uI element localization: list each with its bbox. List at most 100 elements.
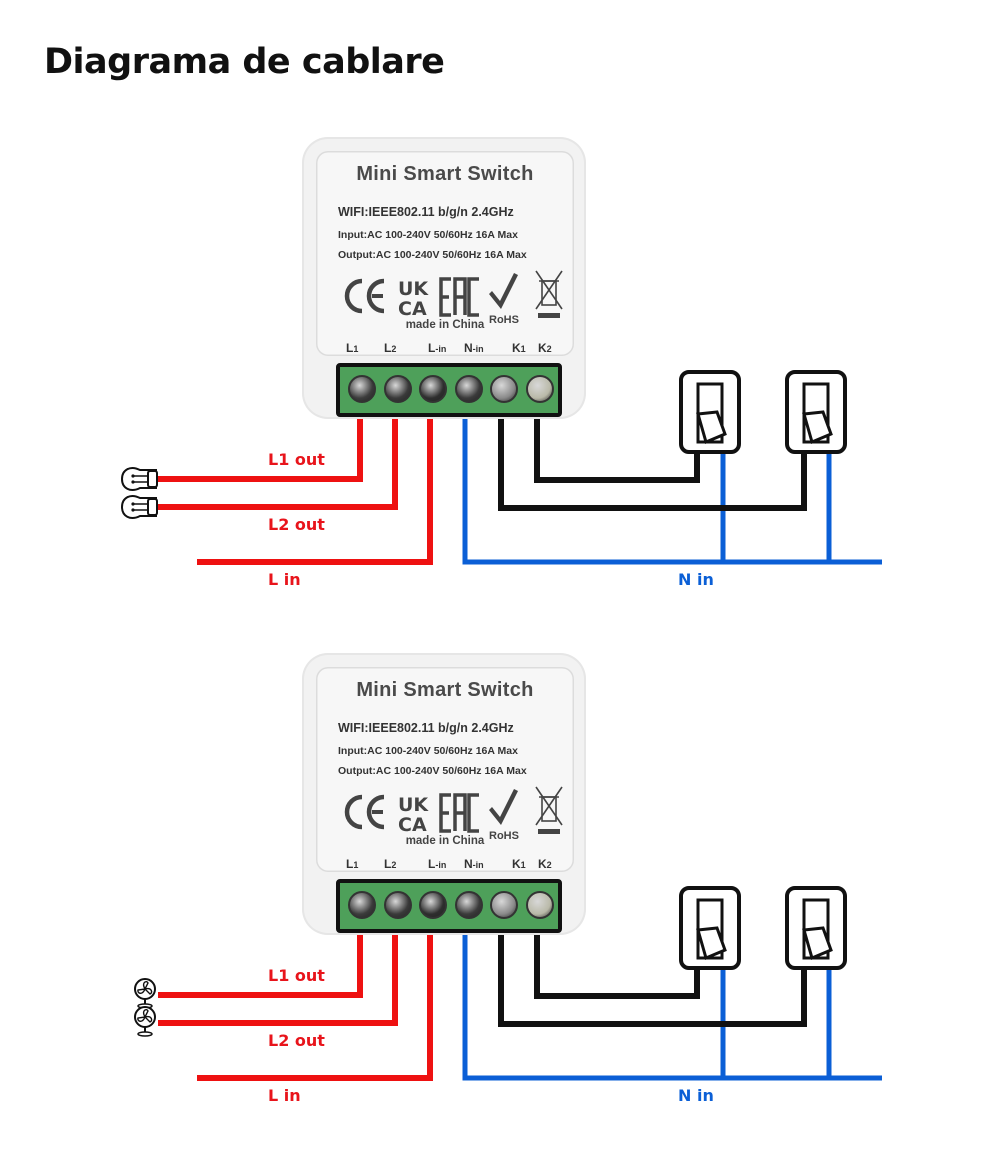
label-n-in: N in bbox=[678, 1086, 714, 1105]
terminal-label-main: K bbox=[538, 341, 547, 355]
terminal-screw bbox=[490, 375, 518, 403]
certification-marks: UK CA RoHS bbox=[344, 270, 563, 326]
wall-switch-2-icon bbox=[785, 886, 847, 970]
terminal-label-main: N bbox=[464, 341, 473, 355]
light-bulb-icon-2 bbox=[120, 495, 158, 519]
label-l2-out: L2 out bbox=[268, 515, 325, 534]
page-title: Diagrama de cablare bbox=[44, 42, 445, 82]
terminal-label-main: L bbox=[346, 341, 354, 355]
terminal-label: L2 bbox=[384, 341, 396, 355]
device-label-plate: Mini Smart Switch WIFI:IEEE802.11 b/g/n … bbox=[316, 151, 574, 356]
terminal-label: N-in bbox=[464, 341, 484, 355]
svg-text:RoHS: RoHS bbox=[489, 830, 519, 842]
terminal-screw bbox=[454, 891, 483, 919]
wires-layer bbox=[120, 370, 882, 565]
label-l-in: L in bbox=[268, 570, 301, 589]
ce-mark-icon bbox=[344, 278, 385, 314]
weee-bin-icon bbox=[535, 270, 563, 318]
terminal-label-main: L bbox=[428, 857, 436, 871]
wiring-diagram-2: L1 out L2 out L in N in Mini Smart Switc… bbox=[0, 653, 1000, 1153]
terminal-screw bbox=[383, 375, 412, 403]
terminal-block bbox=[336, 879, 562, 933]
wire-l-in bbox=[197, 925, 433, 1081]
device-wifi-spec: WIFI:IEEE802.11 b/g/n 2.4GHz bbox=[338, 721, 514, 735]
fan-icon-2 bbox=[134, 1006, 156, 1037]
light-bulb-icon-1 bbox=[120, 467, 158, 491]
terminal-label-main: L bbox=[428, 341, 436, 355]
terminal-label-sub: 1 bbox=[520, 860, 526, 870]
made-in-label: made in China bbox=[405, 319, 485, 331]
mini-smart-switch-device: Mini Smart Switch WIFI:IEEE802.11 b/g/n … bbox=[302, 653, 586, 935]
terminal-screw bbox=[454, 375, 483, 403]
terminal-label: N-in bbox=[464, 857, 484, 871]
certification-marks: UK CA RoHS bbox=[344, 786, 563, 842]
fan-icon-1 bbox=[134, 978, 156, 1009]
terminal-label-sub: 1 bbox=[520, 344, 526, 354]
ukca-mark-icon: UK CA bbox=[398, 794, 429, 836]
terminal-label-main: K bbox=[512, 341, 521, 355]
svg-text:CA: CA bbox=[398, 814, 427, 836]
wire-l2-out bbox=[158, 409, 398, 510]
label-l1-out: L1 out bbox=[268, 966, 325, 985]
terminal-label-sub: -in bbox=[472, 344, 484, 354]
device-label-plate: Mini Smart Switch WIFI:IEEE802.11 b/g/n … bbox=[316, 667, 574, 872]
terminal-label-main: K bbox=[512, 857, 521, 871]
terminal-screw bbox=[490, 891, 518, 919]
terminal-label-main: N bbox=[464, 857, 473, 871]
device-input-spec: Input:AC 100-240V 50/60Hz 16A Max bbox=[338, 745, 518, 757]
terminal-label-main: L bbox=[384, 857, 392, 871]
terminal-screw bbox=[348, 375, 376, 403]
terminal-label-main: K bbox=[538, 857, 547, 871]
svg-text:RoHS: RoHS bbox=[489, 314, 519, 326]
made-in-label: made in China bbox=[405, 835, 485, 847]
device-title: Mini Smart Switch bbox=[356, 679, 534, 701]
terminal-screw bbox=[419, 891, 447, 919]
weee-bin-icon bbox=[535, 786, 563, 834]
terminal-label: K1 bbox=[512, 341, 526, 355]
device-input-spec: Input:AC 100-240V 50/60Hz 16A Max bbox=[338, 229, 518, 241]
terminal-label-sub: 1 bbox=[353, 344, 359, 354]
terminal-label-sub: 2 bbox=[391, 344, 397, 354]
wire-l1-out bbox=[158, 925, 363, 998]
label-n-in: N in bbox=[678, 570, 714, 589]
ukca-mark-icon: UK CA bbox=[398, 278, 429, 320]
ce-mark-icon bbox=[344, 794, 385, 830]
terminal-screw bbox=[525, 375, 554, 403]
eac-mark-icon bbox=[439, 277, 479, 317]
terminal-label: L1 bbox=[346, 341, 358, 355]
wire-k2 bbox=[534, 409, 700, 483]
terminal-label: K2 bbox=[538, 857, 552, 871]
wall-switch-1-icon bbox=[679, 370, 741, 454]
device-title: Mini Smart Switch bbox=[356, 163, 534, 185]
terminal-label-sub: -in bbox=[472, 860, 484, 870]
wire-k2 bbox=[534, 925, 700, 999]
device-output-spec: Output:AC 100-240V 50/60Hz 16A Max bbox=[338, 249, 527, 261]
terminal-label: L1 bbox=[346, 857, 358, 871]
device-wifi-spec: WIFI:IEEE802.11 b/g/n 2.4GHz bbox=[338, 205, 514, 219]
rohs-mark-icon: RoHS bbox=[489, 273, 519, 326]
rohs-mark-icon: RoHS bbox=[489, 789, 519, 842]
eac-mark-icon bbox=[439, 793, 479, 833]
wire-l2-out bbox=[158, 925, 398, 1026]
terminal-screw bbox=[383, 891, 412, 919]
device-output-spec: Output:AC 100-240V 50/60Hz 16A Max bbox=[338, 765, 527, 777]
terminal-screw bbox=[525, 891, 554, 919]
terminal-label: K2 bbox=[538, 341, 552, 355]
terminal-label-sub: 1 bbox=[353, 860, 359, 870]
terminal-label-main: L bbox=[346, 857, 354, 871]
terminal-screw bbox=[348, 891, 376, 919]
terminal-label-sub: -in bbox=[435, 860, 447, 870]
terminal-screw bbox=[419, 375, 447, 403]
terminal-label-main: L bbox=[384, 341, 392, 355]
terminal-label-sub: 2 bbox=[546, 344, 552, 354]
label-l2-out: L2 out bbox=[268, 1031, 325, 1050]
wire-k1 bbox=[498, 409, 807, 511]
wall-switch-1-icon bbox=[679, 886, 741, 970]
wire-k1 bbox=[498, 925, 807, 1027]
svg-text:UK: UK bbox=[398, 278, 429, 300]
terminal-label: L-in bbox=[428, 341, 446, 355]
wire-l1-out bbox=[158, 409, 363, 482]
label-l1-out: L1 out bbox=[268, 450, 325, 469]
